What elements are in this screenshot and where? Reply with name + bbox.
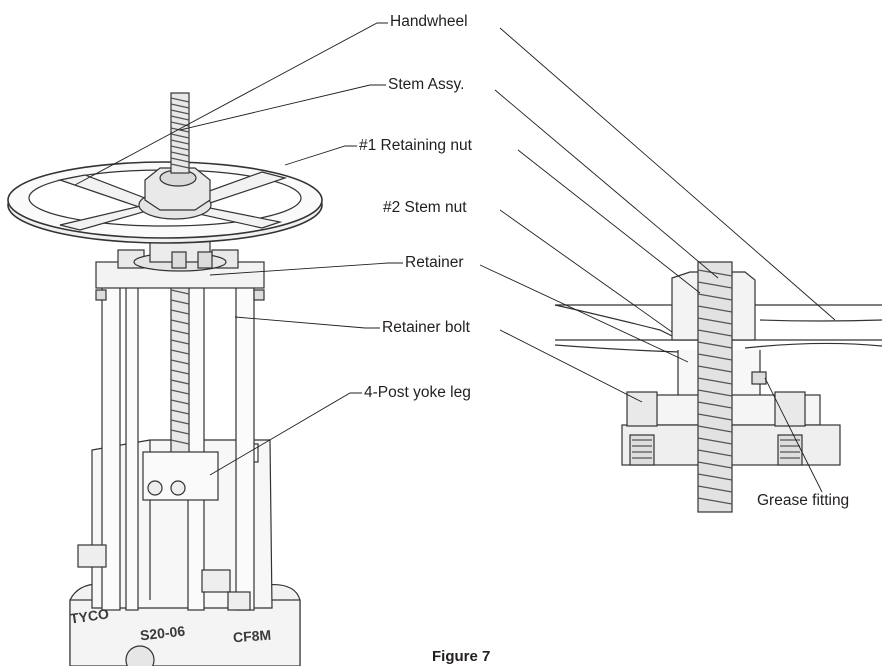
leader-lines — [74, 22, 836, 493]
label-retainer-bolt: Retainer bolt — [382, 319, 470, 336]
yoke-top-plate — [95, 249, 265, 301]
label-stem-assy: Stem Assy. — [388, 76, 465, 93]
cast-material: CF8M — [232, 626, 272, 646]
label-stem-nut: #2 Stem nut — [383, 199, 467, 216]
label-grease-fitting: Grease fitting — [757, 492, 850, 509]
hub-nut — [144, 167, 211, 211]
label-yoke-leg: 4-Post yoke leg — [364, 384, 471, 401]
stem-coupling — [142, 451, 219, 501]
stem-top — [170, 92, 190, 174]
section-detail — [554, 261, 882, 513]
label-handwheel: Handwheel — [390, 13, 468, 30]
figure-caption: Figure 7 — [432, 648, 491, 665]
stem — [170, 269, 190, 471]
retainer-housing — [133, 239, 227, 272]
label-retainer: Retainer — [405, 254, 464, 271]
label-retaining-nut: #1 Retaining nut — [359, 137, 472, 154]
yoke-base-nuts — [77, 544, 251, 611]
yoke-legs — [101, 284, 255, 611]
